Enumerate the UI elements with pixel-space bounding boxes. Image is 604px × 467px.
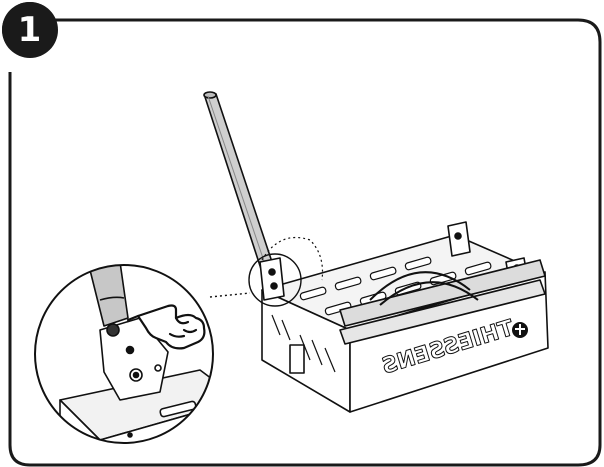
step-frame bbox=[8, 18, 602, 467]
zoom-detail bbox=[34, 264, 214, 444]
focus-ring bbox=[248, 253, 302, 307]
hinge-bracket bbox=[259, 257, 285, 301]
lever-pole bbox=[203, 91, 275, 273]
bolt-icon bbox=[106, 323, 120, 337]
company-logo-icon bbox=[512, 322, 528, 338]
step-number-badge: 1 bbox=[2, 2, 57, 57]
machine-assembly: THIESSENS bbox=[203, 91, 549, 413]
pointing-hand-icon bbox=[126, 304, 206, 350]
